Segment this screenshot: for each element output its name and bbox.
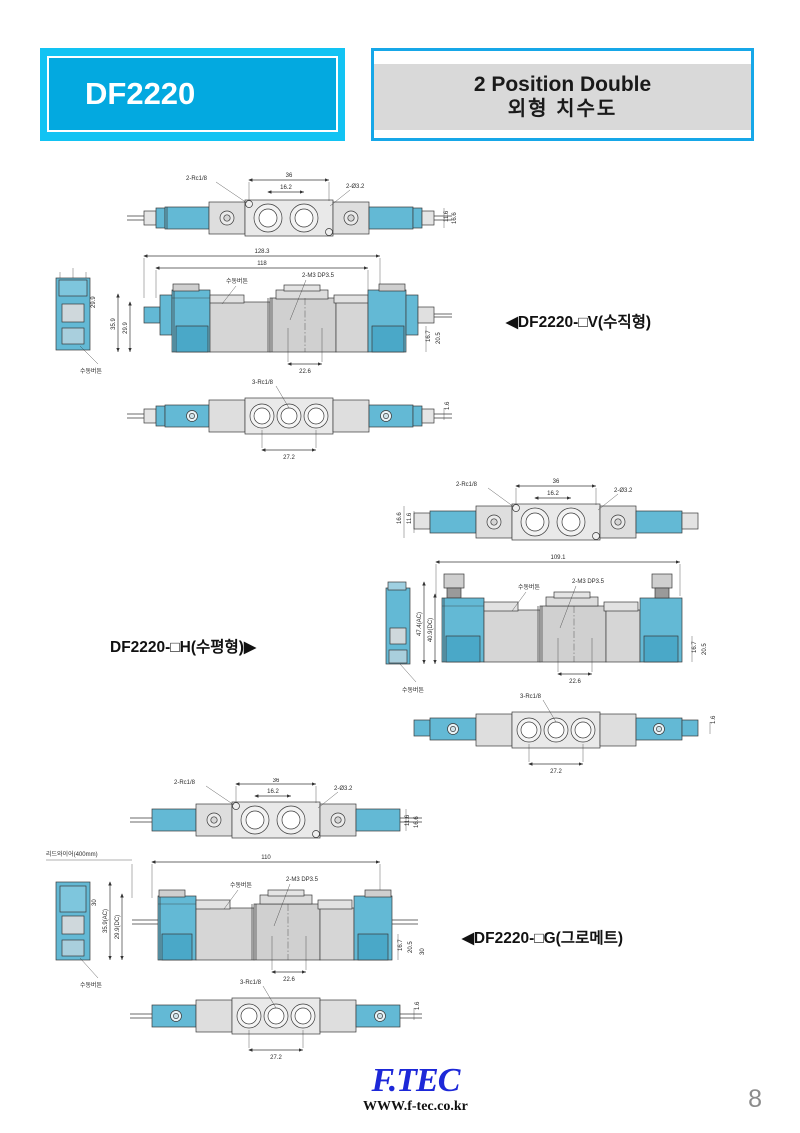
svg-text:수동버튼: 수동버튼: [402, 686, 425, 694]
svg-text:29.9: 29.9: [91, 296, 97, 308]
view-top-v: 36 16.2 11.6 16.6 2-Rc1/8 2-Ø3.2: [127, 173, 458, 237]
svg-text:16.7: 16.7: [692, 641, 698, 653]
svg-text:2-M3 DP3.5: 2-M3 DP3.5: [286, 877, 319, 883]
view-front-v: 128.3 118 29.9: [55, 249, 452, 375]
svg-text:2-Ø3.2: 2-Ø3.2: [614, 488, 633, 494]
view-bottom-g: 3-Rc1/8 27.2 1.6: [130, 980, 422, 1061]
svg-text:118: 118: [257, 261, 267, 267]
svg-text:1.6: 1.6: [445, 401, 451, 410]
view-bottom-v: 3-Rc1/8 27.2 1.6: [127, 380, 452, 461]
svg-text:수동버튼: 수동버튼: [518, 583, 541, 591]
svg-text:2-M3 DP3.5: 2-M3 DP3.5: [572, 579, 605, 585]
svg-text:20.5: 20.5: [436, 332, 442, 344]
svg-text:16.2: 16.2: [280, 185, 292, 191]
title-badge: 2 Position Double 외형 치수도: [371, 48, 754, 141]
view-top-h: 36 16.2 16.6 11.6 2-Rc1/8 2-Ø3.2: [397, 479, 699, 541]
svg-text:2-Ø3.2: 2-Ø3.2: [334, 786, 353, 792]
logo-url: WWW.f-tec.co.kr: [363, 1099, 468, 1114]
svg-text:35.9(AC): 35.9(AC): [103, 909, 109, 933]
page-number: 8: [748, 1085, 762, 1113]
svg-text:1.6: 1.6: [711, 715, 717, 724]
view-front-h: 109.1 수동버튼 47.4(AC) 40.9(DC): [385, 555, 708, 694]
svg-text:128.3: 128.3: [254, 249, 270, 255]
logo-text: F.TEC: [371, 1062, 460, 1099]
svg-text:16.2: 16.2: [547, 491, 559, 497]
svg-text:1.6: 1.6: [415, 1001, 421, 1010]
svg-text:36: 36: [273, 778, 280, 784]
svg-text:2-Ø3.2: 2-Ø3.2: [346, 184, 365, 190]
model-badge-inner: DF2220: [47, 56, 338, 132]
svg-text:16.7: 16.7: [398, 939, 404, 951]
svg-text:30: 30: [420, 948, 426, 955]
svg-text:110: 110: [261, 855, 271, 861]
drawing-df2220-g: 36 16.2 11.6 16.6 2-Rc1/8 2-Ø3.2 리드와이어(4…: [40, 778, 440, 1068]
svg-text:2-Rc1/8: 2-Rc1/8: [174, 780, 196, 786]
svg-text:29.9: 29.9: [123, 322, 129, 334]
title-primary: 2 Position Double: [473, 72, 652, 96]
svg-text:3-Rc1/8: 3-Rc1/8: [240, 980, 262, 986]
svg-text:16.6: 16.6: [452, 212, 458, 224]
svg-text:22.6: 22.6: [569, 679, 581, 685]
drawing-svg-h: 36 16.2 16.6 11.6 2-Rc1/8 2-Ø3.2 109.1: [385, 479, 717, 775]
svg-text:3-Rc1/8: 3-Rc1/8: [520, 694, 542, 700]
svg-text:36: 36: [286, 173, 293, 179]
svg-text:20.5: 20.5: [702, 643, 708, 655]
svg-text:11.6: 11.6: [405, 814, 411, 826]
title-band: 2 Position Double 외형 치수도: [374, 64, 751, 130]
svg-text:16.6: 16.6: [414, 816, 420, 828]
drawing-df2220-h: 36 16.2 16.6 11.6 2-Rc1/8 2-Ø3.2 109.1: [380, 478, 780, 798]
drawing-df2220-v: 36 16.2 11.6 16.6 2-Rc1/8 2-Ø3.2: [40, 168, 460, 468]
svg-text:수동버튼: 수동버튼: [80, 981, 103, 989]
page-header: DF2220 2 Position Double 외형 치수도: [0, 0, 800, 160]
drawing-svg-v: 36 16.2 11.6 16.6 2-Rc1/8 2-Ø3.2: [55, 173, 458, 461]
svg-text:29.9(DC): 29.9(DC): [115, 915, 121, 939]
company-logo: F.TEC WWW.f-tec.co.kr: [363, 1064, 468, 1115]
svg-text:27.2: 27.2: [550, 769, 562, 775]
svg-text:22.6: 22.6: [283, 977, 295, 983]
section-label-h: DF2220-□H(수평형)▶: [110, 639, 256, 656]
model-badge: DF2220: [40, 48, 345, 141]
view-bottom-h: 3-Rc1/8 27.2 1.6: [413, 694, 717, 775]
section-label-g: ◀DF2220-□G(그로메트): [462, 930, 624, 947]
svg-text:리드와이어(400mm): 리드와이어(400mm): [46, 850, 98, 858]
svg-text:11.6: 11.6: [407, 512, 413, 524]
section-label-v: ◀DF2220-□V(수직형): [506, 314, 652, 331]
svg-text:35.9: 35.9: [111, 318, 117, 330]
svg-text:2-Rc1/8: 2-Rc1/8: [456, 482, 478, 488]
title-secondary: 외형 치수도: [507, 98, 618, 121]
model-name: DF2220: [85, 76, 196, 111]
svg-text:109.1: 109.1: [550, 555, 566, 561]
svg-text:40.9(DC): 40.9(DC): [428, 618, 434, 642]
svg-text:27.2: 27.2: [283, 455, 295, 461]
svg-text:3-Rc1/8: 3-Rc1/8: [252, 380, 274, 386]
svg-text:16.6: 16.6: [397, 512, 403, 524]
svg-text:20.5: 20.5: [408, 941, 414, 953]
svg-text:수동버튼: 수동버튼: [230, 881, 253, 889]
svg-text:수동버튼: 수동버튼: [226, 277, 249, 285]
svg-text:47.4(AC): 47.4(AC): [417, 612, 423, 636]
page-footer: F.TEC WWW.f-tec.co.kr 8: [0, 1060, 800, 1133]
svg-text:2-Rc1/8: 2-Rc1/8: [186, 176, 208, 182]
svg-text:27.2: 27.2: [270, 1055, 282, 1061]
svg-text:11.6: 11.6: [444, 210, 450, 222]
svg-text:36: 36: [553, 479, 560, 485]
svg-text:수동버튼: 수동버튼: [80, 367, 103, 375]
svg-text:22.6: 22.6: [299, 369, 311, 375]
svg-text:16.2: 16.2: [267, 789, 279, 795]
view-front-g: 리드와이어(400mm) 110 수동버튼 30: [46, 850, 426, 989]
svg-text:30: 30: [92, 899, 98, 906]
drawing-svg-g: 36 16.2 11.6 16.6 2-Rc1/8 2-Ø3.2 리드와이어(4…: [46, 778, 426, 1061]
view-top-g: 36 16.2 11.6 16.6 2-Rc1/8 2-Ø3.2: [130, 778, 422, 839]
svg-text:2-M3 DP3.5: 2-M3 DP3.5: [302, 273, 335, 279]
svg-text:16.7: 16.7: [426, 330, 432, 342]
